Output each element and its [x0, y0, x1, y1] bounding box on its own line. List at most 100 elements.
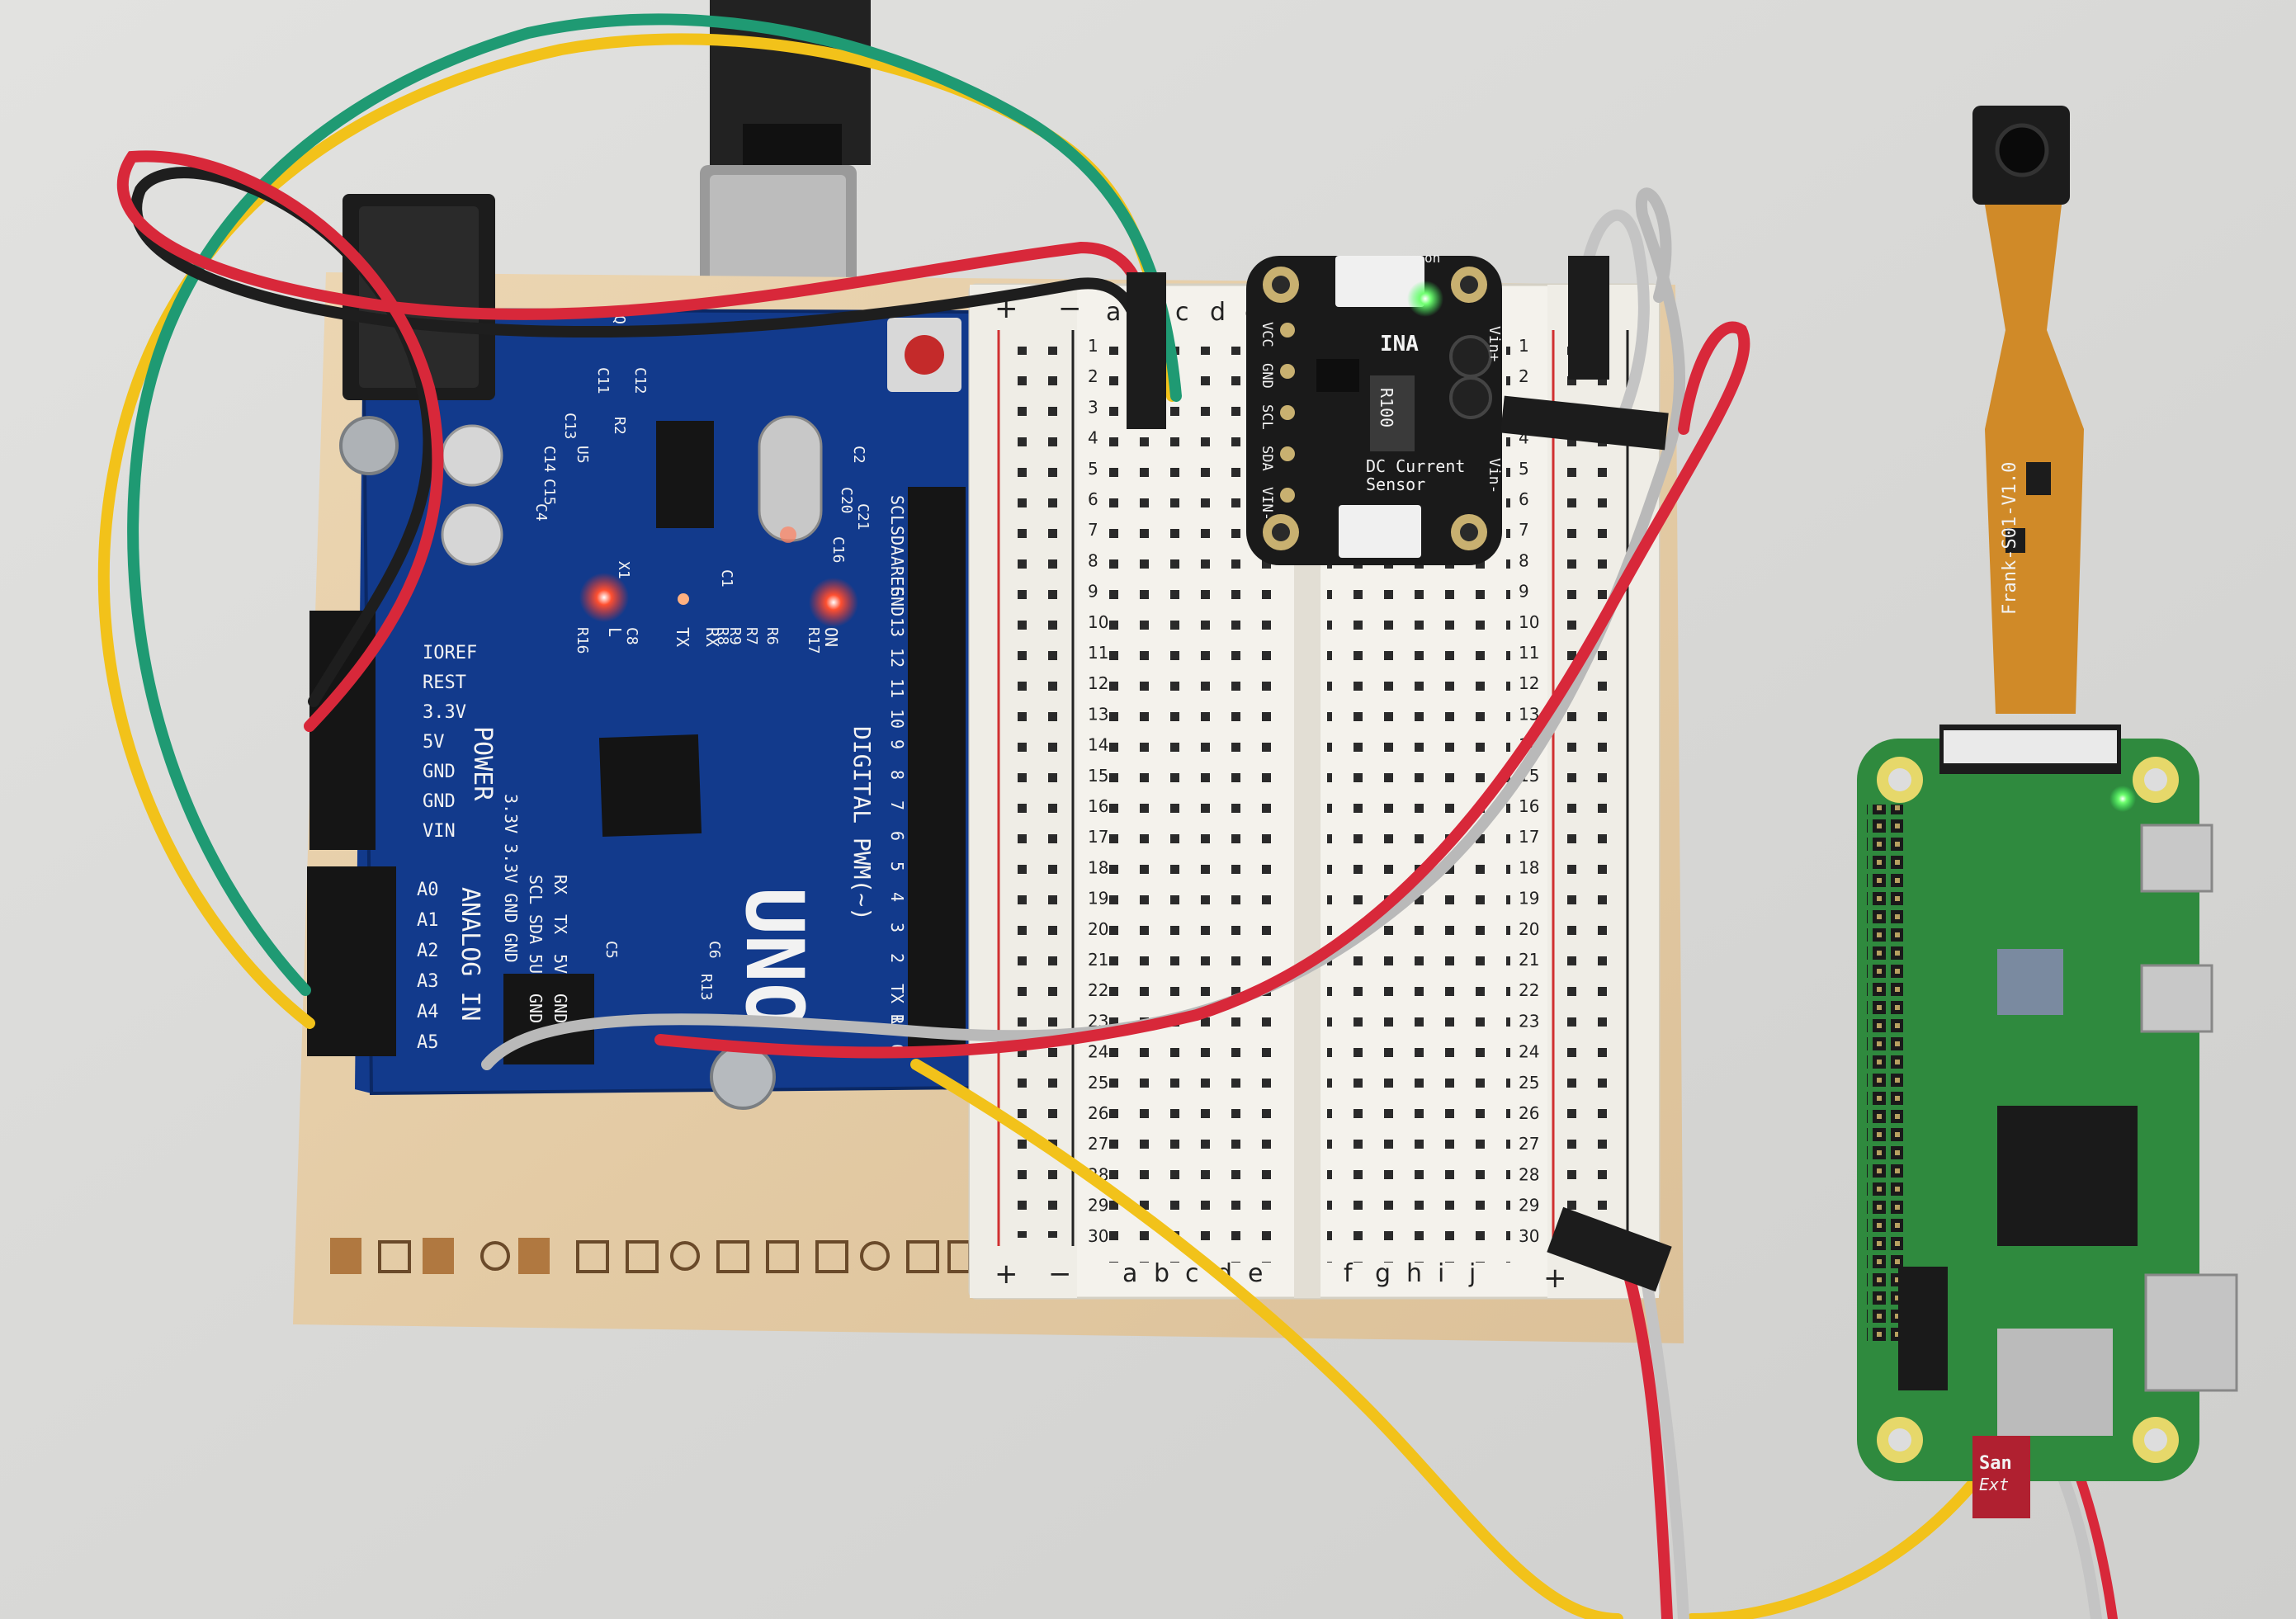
row-number: 4: [1088, 428, 1098, 448]
micro-usb-port[interactable]: [2140, 964, 2213, 1033]
analog-pin-label: A4: [417, 1002, 439, 1022]
sensor-pin-label: Vin-: [1486, 458, 1503, 493]
header-pin-label: AREF: [887, 556, 907, 596]
camera-module: Frank-S01-V1.0: [1972, 106, 2084, 714]
row-number: 27: [1088, 1134, 1108, 1154]
analog-pin-label: A2: [417, 941, 439, 961]
dupont-connector: [1127, 272, 1166, 429]
row-number: 11: [1519, 643, 1539, 663]
row-number: 26: [1519, 1103, 1539, 1123]
row-number: 7: [1088, 520, 1098, 540]
sensor-pin-label: Vin+: [1486, 326, 1503, 362]
led-label: TX: [673, 627, 692, 647]
board-name: UNO: [728, 887, 820, 1030]
row-number: 25: [1519, 1073, 1539, 1093]
row-number: 25: [1088, 1073, 1108, 1093]
sensor-power-led: [1407, 281, 1443, 317]
ina-chip: [1316, 359, 1359, 392]
analog-pin-label: A3: [417, 971, 439, 992]
icsp-pin-label: 5U: [526, 954, 546, 974]
component-label: X1: [615, 561, 632, 579]
row-number: 30: [1088, 1226, 1108, 1246]
row-number: 30: [1519, 1226, 1539, 1246]
row-number: 1: [1519, 336, 1529, 356]
row-number: 8: [1088, 550, 1098, 570]
row-number: 15: [1088, 766, 1108, 786]
component-label: C12: [631, 367, 649, 394]
sensor-pin-pad: [1280, 488, 1295, 503]
black-wire: [130, 167, 1153, 707]
rail-plus-label: +: [1543, 1262, 1567, 1295]
icsp-pin-label: TX: [550, 914, 570, 934]
row-numbers-left: 1234567891011121314151617181920212223242…: [1088, 336, 1108, 1246]
red-wire-3: [1624, 1273, 1673, 1619]
micro-usb-port[interactable]: [2140, 824, 2213, 893]
sensor-pin-label: SDA: [1259, 446, 1275, 471]
dc-current-sensor: R100 INA DC Current Sensor on VCCGNDSCLS…: [1246, 250, 1503, 565]
component-label: C21: [854, 503, 872, 531]
header-pin-label: 4: [887, 892, 907, 902]
sd-card-text: Ext: [1979, 1475, 2009, 1494]
sensor-pin-label: SCL: [1259, 404, 1275, 430]
icsp-pin-label: SCL: [526, 875, 546, 904]
sensor-pin-pad: [1280, 446, 1295, 461]
icsp-row3: 3.3V 3.3V GND GND: [501, 794, 521, 963]
analog-pin-label: A0: [417, 880, 439, 900]
soc-chip: [1997, 1106, 2138, 1246]
component-label: R17: [805, 627, 822, 654]
column-label: j: [1468, 1259, 1476, 1288]
led-label: L: [605, 627, 625, 637]
row-number: 9: [1088, 582, 1098, 602]
sensor-title-line1: DC Current: [1366, 456, 1465, 476]
digital-header: [908, 487, 966, 1048]
dupont-connector: [1547, 1206, 1672, 1292]
atmega-chip: [598, 734, 702, 838]
digital-label: DIGITAL PWM(~): [848, 726, 876, 921]
row-number: 8: [1519, 550, 1529, 570]
sd-card-text: San: [1979, 1453, 2012, 1474]
capacitor: [441, 503, 503, 566]
icsp-pin-label: GND: [526, 994, 546, 1023]
wifi-chip: [1997, 949, 2063, 1015]
engraved-icons: [330, 1238, 971, 1274]
sensor-pin-label: VIN-: [1259, 487, 1275, 521]
component-label: C13: [561, 413, 579, 440]
analog-header: [307, 866, 396, 1056]
sensor-pin-pad: [1280, 323, 1295, 337]
mini-hdmi-port[interactable]: [2144, 1273, 2238, 1392]
power-led-label: on: [1424, 250, 1440, 266]
row-number: 7: [1519, 520, 1529, 540]
analog-pin-label: A5: [417, 1032, 439, 1053]
column-label: d: [1210, 298, 1226, 327]
rail-minus-label: −: [1048, 1258, 1072, 1291]
row-number: 2: [1088, 366, 1098, 386]
chip-label: INA: [1380, 332, 1419, 356]
pi-act-led: [2109, 786, 2136, 812]
row-number: 9: [1519, 582, 1529, 602]
row-number: 6: [1088, 489, 1098, 509]
component-label: C14: [541, 446, 558, 473]
power-pin-label: IOREF: [423, 643, 477, 663]
column-label: a: [1122, 1259, 1137, 1288]
component-label: U5: [574, 446, 591, 464]
column-label: i: [1438, 1259, 1444, 1288]
row-number: 24: [1519, 1042, 1539, 1062]
row-number: 1: [1088, 336, 1098, 356]
analog-pin-label: A1: [417, 910, 439, 931]
row-number: 10: [1088, 612, 1108, 632]
row-number: 20: [1088, 919, 1108, 939]
column-label: b: [1154, 1259, 1169, 1288]
component-label: R9: [726, 627, 744, 645]
row-number: 17: [1088, 827, 1108, 847]
row-number: 17: [1519, 827, 1539, 847]
row-number: 20: [1519, 919, 1539, 939]
usb-interface-chip: [656, 421, 714, 528]
row-number: 19: [1519, 889, 1539, 909]
header-pin-label: 11: [887, 678, 907, 698]
power-pin-label: VIN: [423, 821, 456, 842]
component-label: C11: [594, 367, 612, 394]
sd-slot[interactable]: [1997, 1329, 2113, 1436]
